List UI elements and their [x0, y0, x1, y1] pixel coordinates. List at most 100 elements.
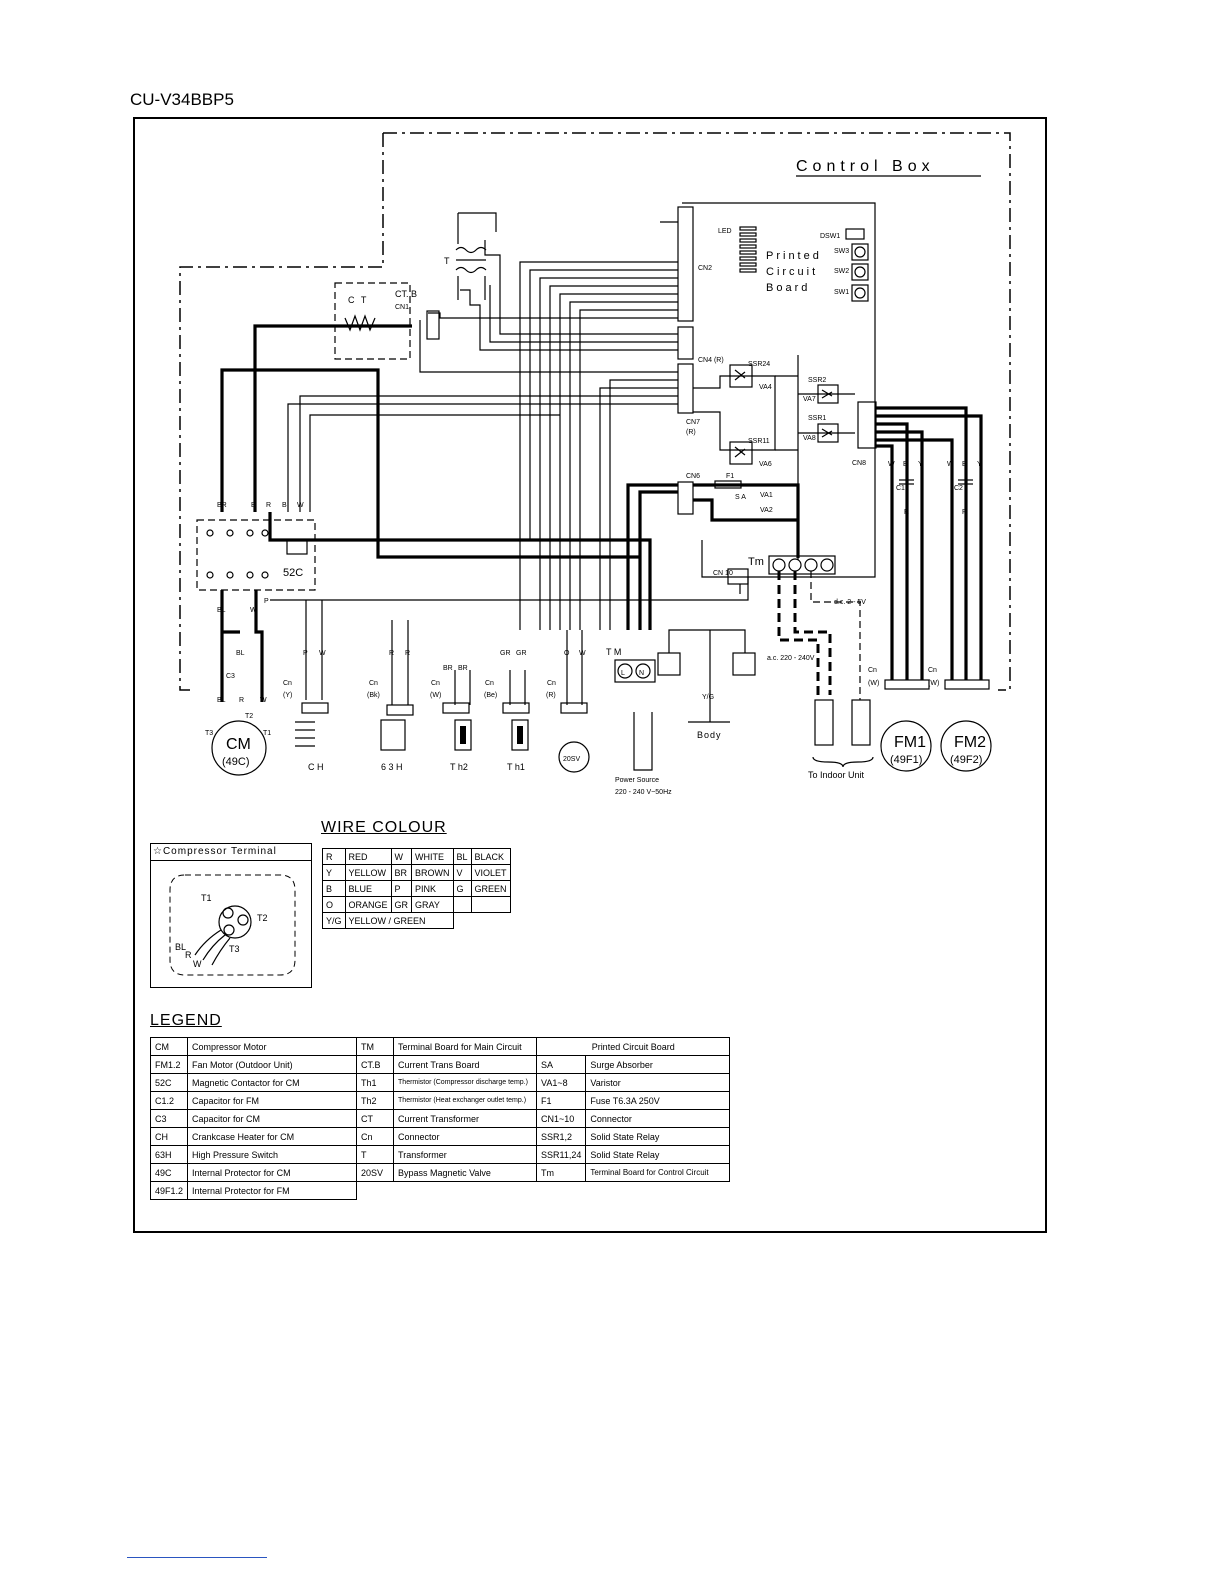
th1-cn-color: (Be) [484, 692, 497, 699]
cn7-wires [287, 320, 678, 630]
legend-code: Th2 [356, 1091, 395, 1110]
cn4-connector [677, 326, 694, 360]
table-row: B BLUE P PINK G GREEN [322, 880, 511, 897]
transformer-label: T [444, 256, 450, 266]
cn2-label: CN2 [698, 265, 712, 272]
legend-code: TM [356, 1037, 395, 1056]
compressor-terminal-box: ☆Compressor Terminal T1 T2 T3 BL R W [150, 843, 312, 988]
legend-desc: Varistor [585, 1073, 731, 1092]
ground-icon-1 [657, 652, 681, 676]
legend-code: T [356, 1145, 395, 1164]
ct-label: C T [348, 295, 368, 305]
fm2-label: FM2 [954, 734, 986, 751]
legend-desc: Solid State Relay [585, 1145, 731, 1164]
terminal-l-icon [617, 663, 633, 679]
sw2-label: SW2 [834, 268, 849, 275]
c52-r-letter-1: R [266, 502, 271, 509]
wire-colour: RED [344, 848, 392, 865]
wire-colour [470, 896, 511, 913]
legend-code: 49C [149, 1163, 189, 1182]
wire-colour-title: WIRE COLOUR [321, 819, 447, 836]
cn6-connector [677, 481, 694, 515]
ch-label: C H [308, 762, 324, 772]
th1-wires [509, 670, 526, 705]
ctb-label: CT. B [395, 289, 417, 299]
bypass-valve-icon [558, 741, 590, 773]
cn2-connector [677, 206, 694, 322]
hps-cn-color: (Bk) [367, 692, 380, 699]
compressor-terminal-title: ☆Compressor Terminal [151, 844, 311, 861]
cn10-label: CN 10 [713, 570, 733, 577]
ch-p-letter: P [303, 650, 308, 657]
table-row: C1.2 Capacitor for FM Th2 Thermistor (He… [149, 1091, 731, 1110]
indoor-ac-wire-2 [793, 571, 832, 695]
terminal-t3-label: T3 [229, 944, 240, 954]
push-switch-icons [851, 243, 869, 302]
th2-label: T h2 [450, 762, 468, 772]
wire-colour: YELLOW [344, 864, 392, 881]
thick-wire-4 [638, 490, 678, 630]
fm2-b-letter: B [962, 461, 967, 468]
cm-protector-label: (49C) [222, 756, 250, 768]
table-row: 52C Magnetic Contactor for CM Th1 Thermi… [149, 1073, 731, 1092]
va1-label: VA1 [760, 492, 773, 499]
hps-r-letter-2: R [405, 650, 410, 657]
th2-br-letter-2: BR [458, 665, 468, 672]
cn2-wires [428, 221, 678, 630]
valve-o-letter: O [564, 650, 570, 657]
valve-w-letter: W [579, 650, 586, 657]
wire-code: GR [390, 896, 413, 913]
legend-desc: Fuse T6.3A 250V [585, 1091, 731, 1110]
ground-wires [668, 629, 746, 723]
capacitor-icons [899, 479, 973, 485]
th1-gr-letter-1: GR [500, 650, 511, 657]
legend-code: SSR1,2 [536, 1127, 587, 1146]
wire-code: P [390, 880, 413, 897]
cn8-connector [857, 401, 877, 449]
indoor-brace [812, 756, 874, 768]
c1-label: C1 [896, 485, 905, 492]
legend-desc: Solid State Relay [585, 1127, 731, 1146]
hps-label: 6 3 H [381, 762, 403, 772]
wire-colour: BLUE [344, 880, 392, 897]
terminal-bl-label: BL [175, 942, 187, 952]
th1-cn-label: Cn [485, 680, 494, 687]
legend-code: 63H [149, 1145, 189, 1164]
fm2-connector [944, 679, 990, 690]
c52-w-letter-2: W [250, 607, 257, 614]
legend-desc: Transformer [393, 1145, 538, 1164]
va8-label: VA8 [803, 435, 816, 442]
cn8-wires [876, 406, 983, 680]
fm1-r-letter: R [904, 509, 909, 516]
led-label: LED [718, 228, 732, 235]
wire-colour: GRAY [411, 896, 454, 913]
th1-connector [502, 702, 530, 714]
legend-code: CM [149, 1037, 189, 1056]
thick-wire-2 [220, 368, 640, 559]
f1-label: F1 [726, 473, 734, 480]
fm2-protector-label: (49F2) [950, 754, 982, 766]
sa-label: S A [735, 494, 746, 501]
wire-code: BR [390, 864, 413, 881]
dip-switch-icon [845, 228, 865, 240]
diagram-frame [133, 117, 1047, 1233]
power-source-line-2: 220 - 240 V~50Hz [615, 789, 672, 796]
terminal-t1-label: T1 [201, 893, 212, 903]
legend-desc: Internal Protector for FM [187, 1181, 358, 1200]
wire-code: R [322, 848, 346, 865]
th2-cn-label: Cn [431, 680, 440, 687]
legend-code: SSR11,24 [536, 1145, 587, 1164]
tm-terminal-icons [772, 558, 834, 572]
cn4-label: CN4 (R) [698, 357, 724, 364]
legend-code: 52C [149, 1073, 189, 1092]
valve-cn-label: Cn [547, 680, 556, 687]
legend-desc: Capacitor for FM [187, 1091, 358, 1110]
legend-code: Th1 [356, 1073, 395, 1092]
legend-code: 49F1.2 [149, 1181, 189, 1200]
ssr11-label: SSR11 [748, 438, 770, 445]
legend-code: CT [356, 1109, 395, 1128]
led-bar-icon [739, 226, 757, 273]
c2-label: C2 [954, 485, 963, 492]
legend-desc: Magnetic Contactor for CM [187, 1073, 358, 1092]
